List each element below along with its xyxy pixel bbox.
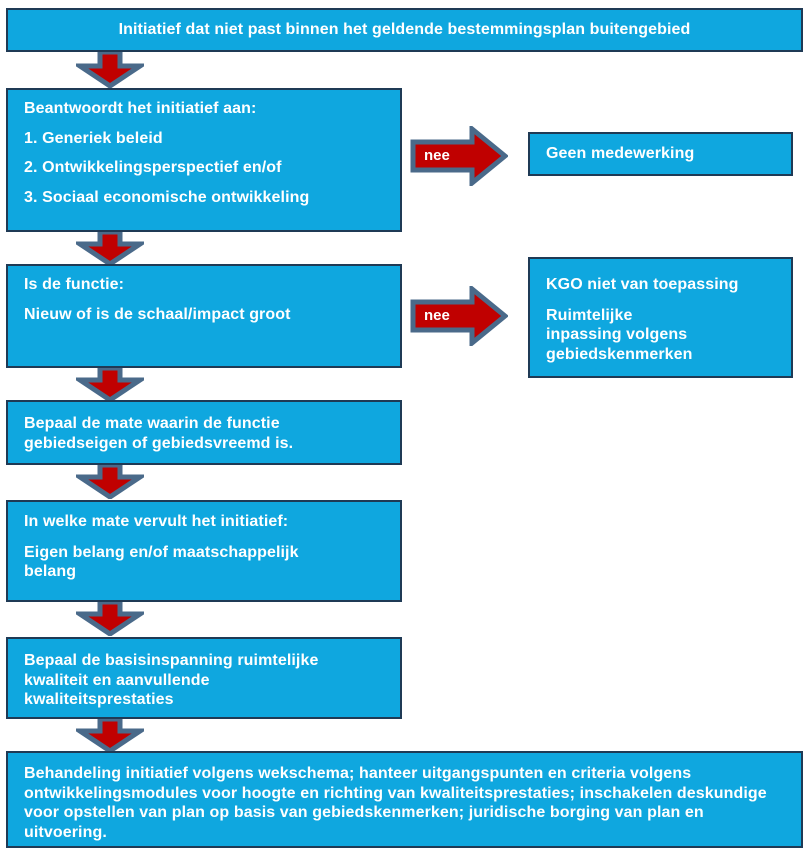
node-kgo-niet-van-toepassing[interactable]: KGO niet van toepassing Ruimtelijke inpa… — [528, 257, 793, 378]
node-belang-heading: In welke mate vervult het initiatief: — [24, 513, 289, 530]
arrow-down-functie-to-gebiedseigen — [76, 368, 144, 402]
node-criteria[interactable]: Beantwoordt het initiatief aan: 1. Gener… — [6, 88, 402, 232]
node-gebiedseigen[interactable]: Bepaal de mate waarin de functie gebieds… — [6, 400, 402, 465]
node-criteria-item-3: 3. Sociaal economische ontwikkeling — [24, 188, 310, 206]
node-belang-body: Eigen belang en/of maatschappelijk belan… — [24, 543, 299, 581]
node-criteria-item-1: 1. Generiek beleid — [24, 129, 163, 147]
arrow-down-basisinspanning-to-behandeling — [76, 719, 144, 753]
node-belang[interactable]: In welke mate vervult het initiatief: Ei… — [6, 500, 402, 602]
arrow-down-start-to-criteria — [76, 52, 144, 88]
node-start-label: Initiatief dat niet past binnen het geld… — [118, 21, 691, 38]
node-geen-medewerking[interactable]: Geen medewerking — [528, 132, 793, 176]
node-kgo-line-2: Ruimtelijke inpassing volgens gebiedsken… — [546, 306, 693, 363]
node-functie-heading: Is de functie: — [24, 276, 125, 293]
node-gebiedseigen-body: Bepaal de mate waarin de functie gebieds… — [24, 415, 294, 452]
node-kgo-line-1: KGO niet van toepassing — [546, 276, 739, 293]
arrow-right-nee-1 — [410, 126, 508, 186]
node-start[interactable]: Initiatief dat niet past binnen het geld… — [6, 8, 803, 52]
arrow-right-nee-2 — [410, 286, 508, 346]
node-geen-medewerking-label: Geen medewerking — [546, 145, 695, 162]
node-behandeling-body: Behandeling initiatief volgens wekschema… — [24, 765, 767, 841]
node-functie-body: Nieuw of is de schaal/impact groot — [24, 305, 291, 323]
node-basisinspanning-body: Bepaal de basisinspanning ruimtelijke kw… — [24, 652, 319, 709]
node-criteria-heading: Beantwoordt het initiatief aan: — [24, 100, 257, 117]
node-basisinspanning[interactable]: Bepaal de basisinspanning ruimtelijke kw… — [6, 637, 402, 719]
arrow-down-belang-to-basisinspanning — [76, 602, 144, 636]
node-behandeling[interactable]: Behandeling initiatief volgens wekschema… — [6, 751, 803, 848]
node-functie[interactable]: Is de functie: Nieuw of is de schaal/imp… — [6, 264, 402, 368]
arrow-down-criteria-to-functie — [76, 232, 144, 266]
arrow-down-gebiedseigen-to-belang — [76, 465, 144, 499]
node-criteria-item-2: 2. Ontwikkelingsperspectief en/of — [24, 159, 282, 177]
